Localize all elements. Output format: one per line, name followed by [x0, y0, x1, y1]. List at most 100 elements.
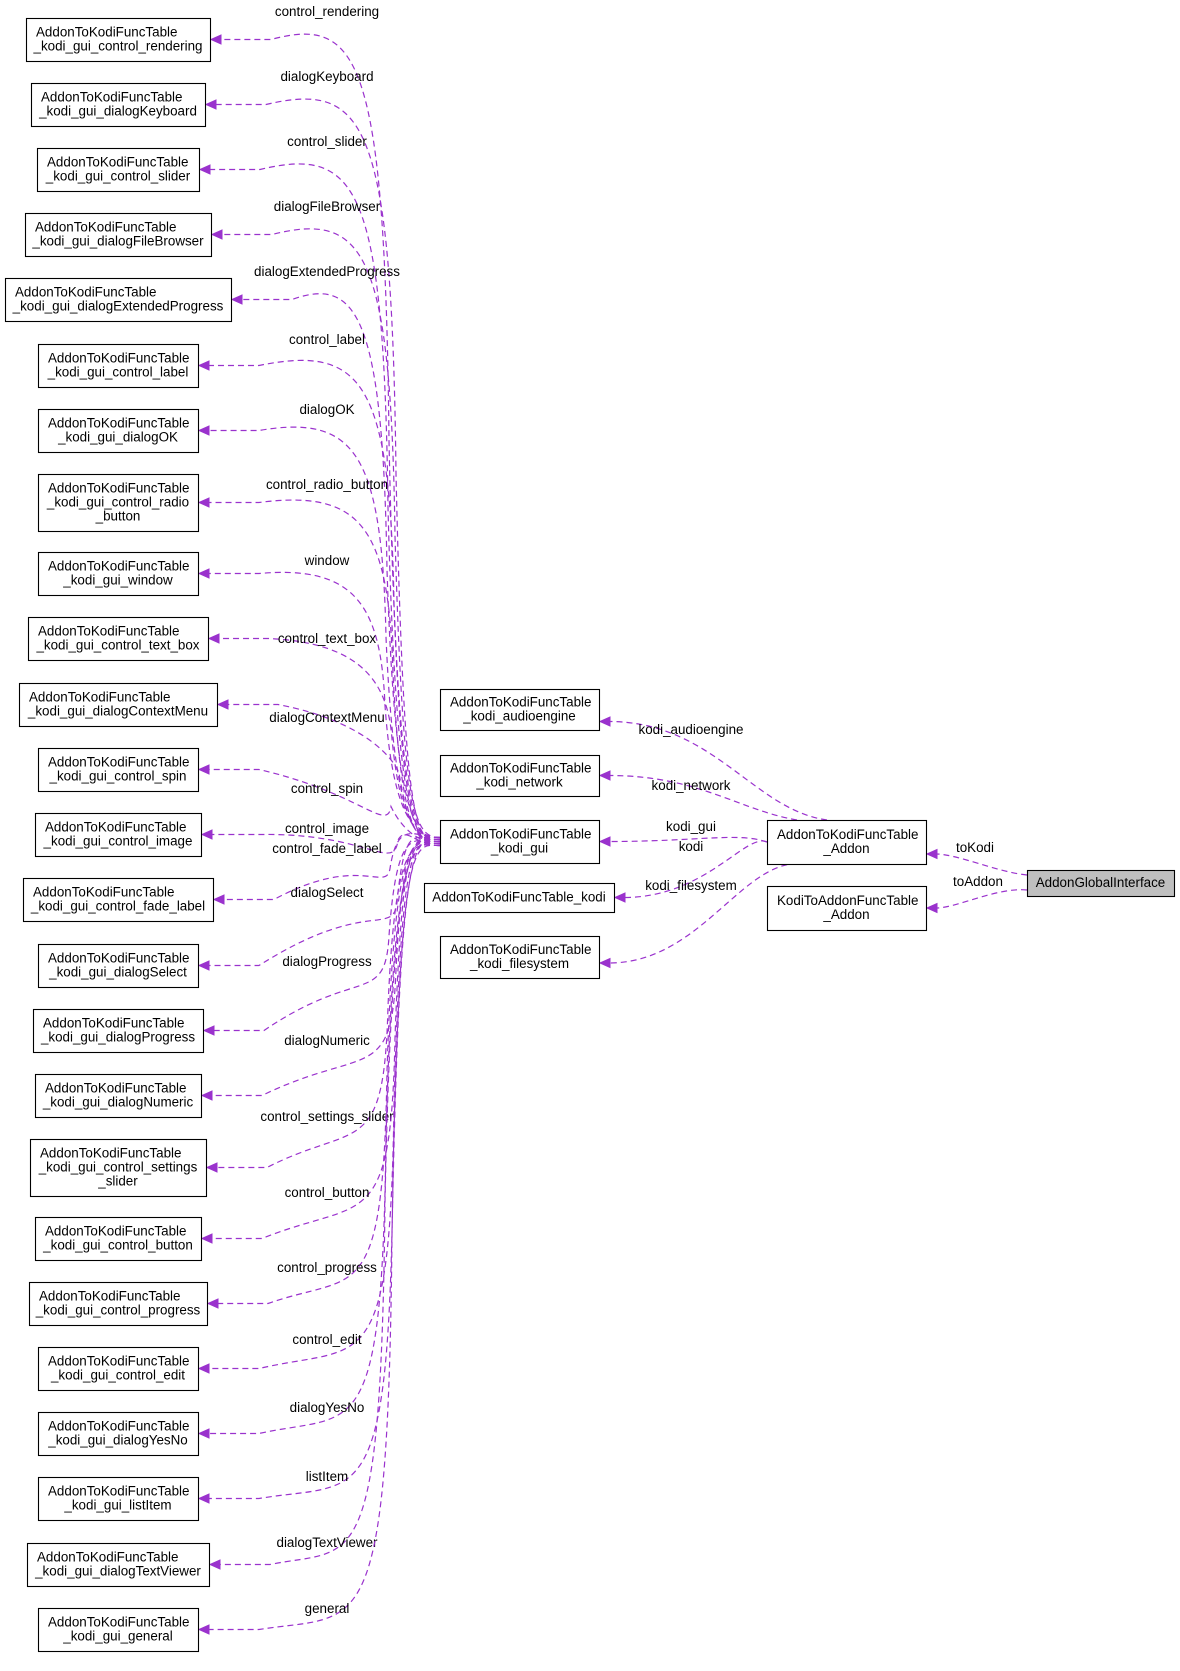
node-box: [423, 882, 616, 914]
node-addontokodifunctable-kodi-gui-control-fade-label[interactable]: AddonToKodiFuncTable_kodi_gui_control_fa…: [22, 877, 215, 923]
edge-dialogprogress: dialogProgress: [202, 839, 441, 1036]
edge-line: [223, 833, 441, 901]
edge-label: control_label: [289, 332, 365, 347]
arrowhead-icon: [197, 425, 210, 436]
edge-control-settings-slider: control_settings_slider: [205, 844, 441, 1173]
node-label-line: AddonToKodiFuncTable: [48, 481, 189, 496]
node-box: [37, 408, 200, 454]
node-addonglobalinterface[interactable]: AddonGlobalInterface: [1026, 869, 1176, 898]
node-addontokodifunctable-kodi-gui-general[interactable]: AddonToKodiFuncTable_kodi_gui_general: [37, 1607, 200, 1653]
node-addontokodifunctable-kodi-network[interactable]: AddonToKodiFuncTable_kodi_network: [439, 754, 601, 798]
edge-line: [211, 836, 441, 1240]
node-label-line: _kodi_gui_dialogExtendedProgress: [12, 299, 224, 314]
arrowhead-icon: [200, 1090, 213, 1101]
arrowhead-icon: [925, 902, 938, 914]
node-label-line: _Addon: [822, 841, 869, 856]
edge-label: window: [304, 553, 350, 568]
edge-dialogkeyboard: dialogKeyboard: [204, 69, 441, 845]
edge-kodi-filesystem: kodi_filesystem: [598, 862, 808, 969]
node-label-line: AddonToKodiFuncTable: [48, 755, 189, 770]
edge-label: dialogContextMenu: [269, 710, 384, 725]
node-addontokodifunctable-kodi-gui-control-text-box[interactable]: AddonToKodiFuncTable_kodi_gui_control_te…: [27, 616, 210, 662]
arrowhead-icon: [210, 229, 223, 240]
node-addontokodifunctable-kodi-gui-control-label[interactable]: AddonToKodiFuncTable_kodi_gui_control_la…: [37, 343, 200, 389]
node-addontokodifunctable-kodi-gui-dialogkeyboard[interactable]: AddonToKodiFuncTable_kodi_gui_dialogKeyb…: [30, 82, 207, 128]
arrowhead-icon: [197, 1428, 210, 1439]
arrowhead-icon: [200, 1233, 213, 1244]
node-addontokodifunctable-kodi-gui-control-settings-slider[interactable]: AddonToKodiFuncTable_kodi_gui_control_se…: [29, 1138, 208, 1198]
edge-label: dialogNumeric: [284, 1033, 370, 1048]
edge-label: kodi_gui: [666, 819, 716, 834]
node-addontokodifunctable-kodi-gui-dialogtextviewer[interactable]: AddonToKodiFuncTable_kodi_gui_dialogText…: [26, 1542, 211, 1588]
arrowhead-icon: [209, 34, 222, 45]
node-addontokodifunctable-kodi-gui[interactable]: AddonToKodiFuncTable_kodi_gui: [439, 819, 601, 865]
node-addontokodifunctable-kodi-gui-control-image[interactable]: AddonToKodiFuncTable_kodi_gui_control_im…: [34, 812, 203, 858]
edge-line: [218, 637, 441, 841]
edge-line: [935, 889, 1028, 909]
edge-toaddon: toAddon: [925, 874, 1028, 914]
node-addontokodifunctable-kodi-gui-control-rendering[interactable]: AddonToKodiFuncTable_kodi_gui_control_re…: [25, 17, 212, 63]
node-addontokodifunctable-kodi-gui-dialogyesno[interactable]: AddonToKodiFuncTable_kodi_gui_dialogYesN…: [37, 1411, 200, 1457]
edge-dialogyesno: dialogYesNo: [197, 842, 441, 1439]
node-box: [37, 1346, 200, 1392]
arrowhead-icon: [230, 294, 243, 305]
node-addontokodifunctable-kodi-gui-window[interactable]: AddonToKodiFuncTable_kodi_gui_window: [37, 551, 200, 597]
node-box: [37, 551, 200, 597]
edge-label: dialogExtendedProgress: [254, 264, 400, 279]
node-box: [29, 1138, 208, 1198]
node-addontokodifunctable-kodi-gui-listitem[interactable]: AddonToKodiFuncTable_kodi_gui_listItem: [37, 1476, 200, 1522]
node-addontokodifunctable-kodi-gui-control-slider[interactable]: AddonToKodiFuncTable_kodi_gui_control_sl…: [36, 147, 201, 193]
edge-line: [213, 839, 441, 1032]
edge-label: general: [305, 1601, 350, 1616]
node-addontokodifunctable-kodi-filesystem[interactable]: AddonToKodiFuncTable_kodi_filesystem: [439, 935, 601, 980]
node-addontokodifunctable-kodi-gui-dialogfilebrowser[interactable]: AddonToKodiFuncTable_kodi_gui_dialogFile…: [24, 212, 213, 258]
edge-label: listItem: [306, 1469, 348, 1484]
edge-label: control_text_box: [278, 631, 377, 646]
node-label-line: _kodi_gui_dialogNumeric: [42, 1095, 194, 1110]
edges-layer: toKoditoAddonkodi_audioenginekodi_networ…: [197, 4, 1028, 1635]
node-addontokodifunctable-kodi-gui-control-button[interactable]: AddonToKodiFuncTable_kodi_gui_control_bu…: [34, 1216, 203, 1262]
node-addontokodifunctable-kodi-gui-dialogselect[interactable]: AddonToKodiFuncTable_kodi_gui_dialogSele…: [37, 943, 200, 989]
node-label-line: _kodi_gui_control_slider: [45, 169, 191, 184]
node-label-line: AddonToKodiFuncTable: [48, 1419, 189, 1434]
arrowhead-icon: [598, 957, 611, 969]
node-koditoaddonfunctable-addon[interactable]: KodiToAddonFuncTable_Addon: [766, 885, 928, 932]
edge-line: [219, 836, 441, 1566]
node-box: [37, 473, 200, 533]
node-addontokodifunctable-kodi-gui-control-progress[interactable]: AddonToKodiFuncTable_kodi_gui_control_pr…: [28, 1281, 209, 1327]
node-addontokodifunctable-kodi-gui-dialogcontextmenu[interactable]: AddonToKodiFuncTable_kodi_gui_dialogCont…: [18, 682, 219, 728]
edge-line: [208, 836, 441, 967]
node-addontokodifunctable-kodi[interactable]: AddonToKodiFuncTable_kodi: [423, 882, 616, 914]
node-addontokodifunctable-kodi-gui-control-edit[interactable]: AddonToKodiFuncTable_kodi_gui_control_ed…: [37, 1346, 200, 1392]
arrowhead-icon: [598, 770, 611, 781]
edge-label: dialogTextViewer: [277, 1535, 379, 1550]
node-label-line: AddonToKodiFuncTable: [450, 827, 591, 842]
node-box: [27, 616, 210, 662]
node-addontokodifunctable-kodi-gui-dialogprogress[interactable]: AddonToKodiFuncTable_kodi_gui_dialogProg…: [32, 1008, 205, 1054]
node-box: [439, 754, 601, 798]
edge-line: [217, 838, 441, 1305]
edge-label: dialogSelect: [291, 885, 364, 900]
node-label-line: _kodi_filesystem: [469, 956, 569, 971]
edge-line: [221, 228, 441, 839]
arrowhead-icon: [197, 568, 210, 579]
node-label-line: _kodi_gui_control_progress: [35, 1303, 201, 1318]
node-label-line: _Addon: [822, 907, 869, 922]
node-box: [18, 682, 219, 728]
node-addontokodifunctable-kodi-gui-dialogextendedprogress[interactable]: AddonToKodiFuncTable_kodi_gui_dialogExte…: [4, 277, 233, 323]
node-addontokodifunctable-kodi-gui-control-radio-button[interactable]: AddonToKodiFuncTable_kodi_gui_control_ra…: [37, 473, 200, 533]
node-label-line: AddonToKodiFuncTable: [45, 1081, 186, 1096]
edge-line: [208, 844, 441, 1500]
node-addontokodifunctable-kodi-gui-dialogok[interactable]: AddonToKodiFuncTable_kodi_gui_dialogOK: [37, 408, 200, 454]
node-addontokodifunctable-kodi-gui-control-spin[interactable]: AddonToKodiFuncTable_kodi_gui_control_sp…: [37, 747, 200, 793]
edge-control-fade-label: control_fade_label: [212, 833, 441, 905]
node-label-line: AddonToKodiFuncTable: [38, 624, 179, 639]
edge-dialogcontextmenu: dialogContextMenu: [216, 699, 441, 843]
arrowhead-icon: [200, 829, 213, 840]
node-addontokodifunctable-kodi-gui-dialognumeric[interactable]: AddonToKodiFuncTable_kodi_gui_dialogNume…: [34, 1073, 203, 1119]
edge-dialogextendedprogress: dialogExtendedProgress: [230, 264, 441, 841]
node-addontokodifunctable-kodi-audioengine[interactable]: AddonToKodiFuncTable_kodi_audioengine: [439, 688, 601, 732]
node-addontokodifunctable-addon[interactable]: AddonToKodiFuncTable_Addon: [766, 819, 928, 866]
node-label-line: _kodi_gui_dialogFileBrowser: [31, 234, 204, 249]
